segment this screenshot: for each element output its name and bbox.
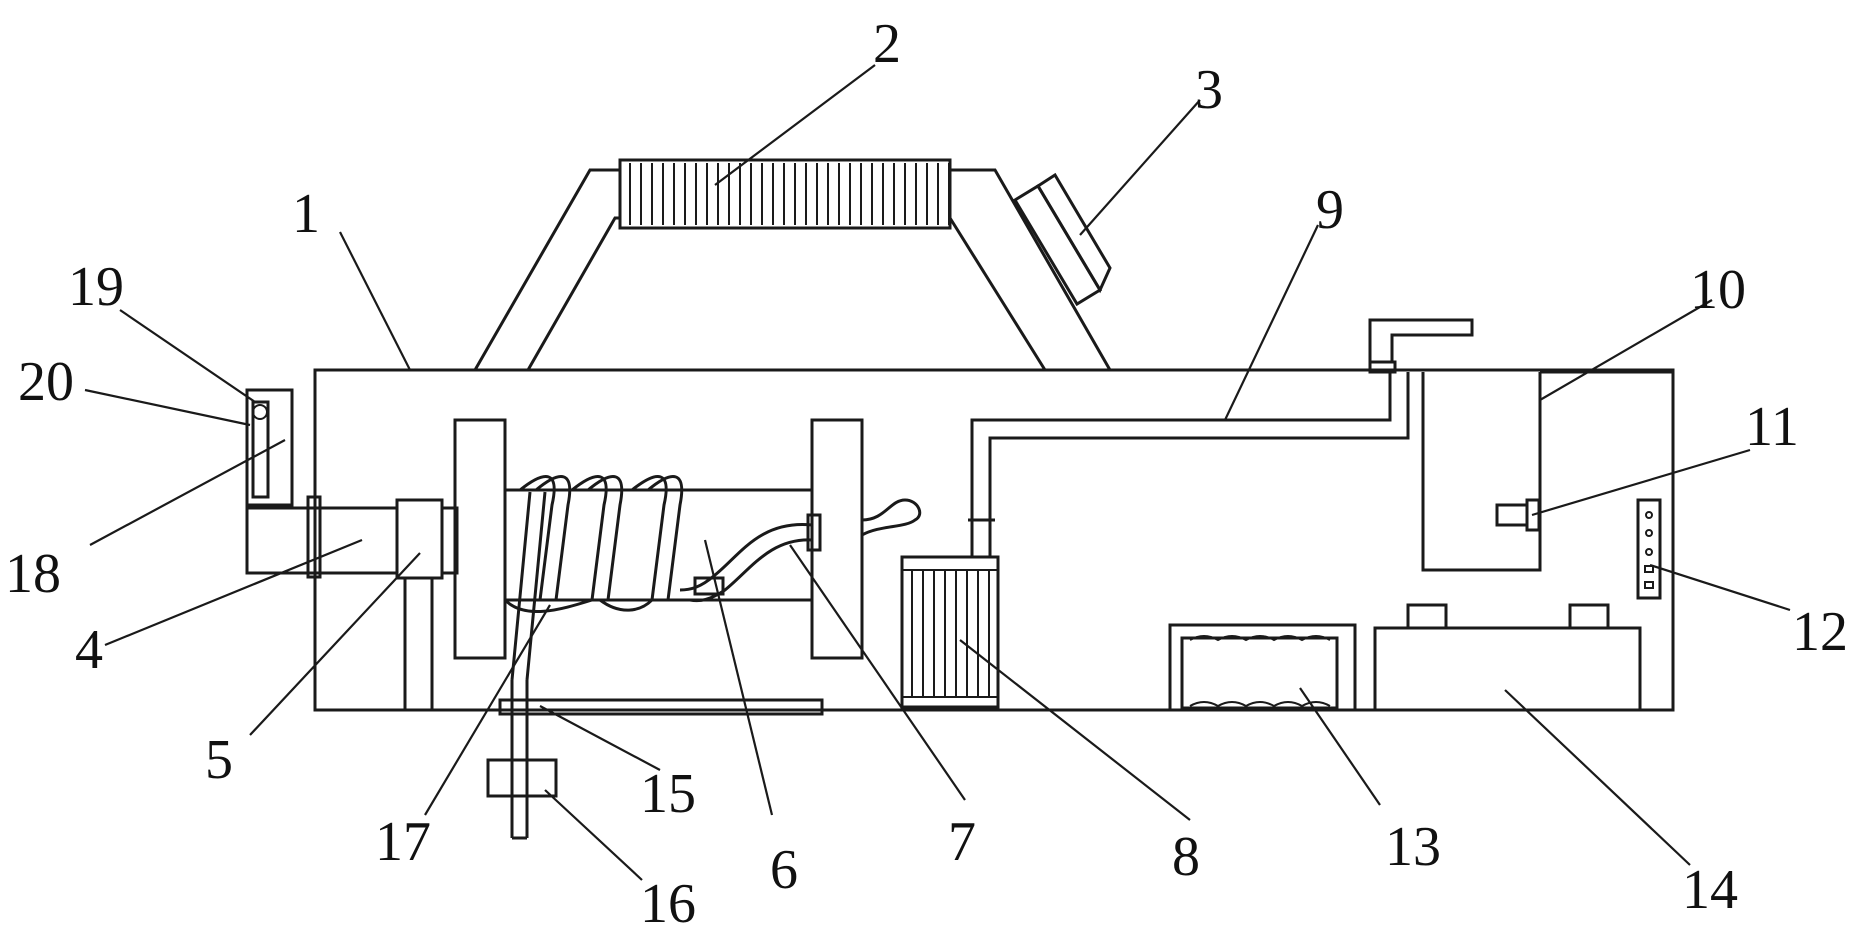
callout-12: 12 — [1792, 601, 1848, 663]
callout-4: 4 — [75, 619, 103, 681]
battery — [1373, 603, 1642, 712]
callout-10: 10 — [1690, 259, 1746, 321]
callout-20: 20 — [18, 351, 74, 413]
callout-7: 7 — [948, 811, 976, 873]
ribbed-grip — [618, 158, 952, 230]
callout-13: 13 — [1385, 816, 1441, 878]
pipe — [968, 318, 1474, 557]
callout-14: 14 — [1682, 859, 1738, 921]
callout-17: 17 — [375, 811, 431, 873]
callout-6: 6 — [770, 839, 798, 901]
drum — [503, 488, 814, 602]
handle-frame — [473, 168, 1112, 371]
fan-box — [1168, 623, 1357, 712]
shaft-assembly — [245, 495, 459, 710]
callout-2: 2 — [873, 13, 901, 75]
callout-11: 11 — [1745, 396, 1799, 458]
leader-lines — [84, 64, 1791, 881]
filter-box — [900, 555, 1000, 709]
compartment — [1421, 370, 1673, 572]
cable — [679, 498, 922, 603]
callout-8: 8 — [1172, 826, 1200, 888]
callout-3: 3 — [1195, 59, 1223, 121]
bottom-rail — [486, 680, 824, 840]
callout-1: 1 — [292, 183, 320, 245]
helix-coils — [503, 475, 684, 681]
callout-5: 5 — [205, 729, 233, 791]
small-switch — [1495, 498, 1541, 532]
callout-18: 18 — [5, 543, 61, 605]
callouts: 1 2 3 4 5 6 7 8 9 10 11 12 13 14 15 16 1… — [5, 13, 1848, 930]
handle-switch — [1012, 172, 1112, 307]
housing — [313, 368, 1675, 712]
indicator-panel — [1636, 498, 1662, 600]
callout-16: 16 — [640, 873, 696, 930]
callout-19: 19 — [68, 256, 124, 318]
callout-9: 9 — [1316, 179, 1344, 241]
callout-15: 15 — [640, 763, 696, 825]
